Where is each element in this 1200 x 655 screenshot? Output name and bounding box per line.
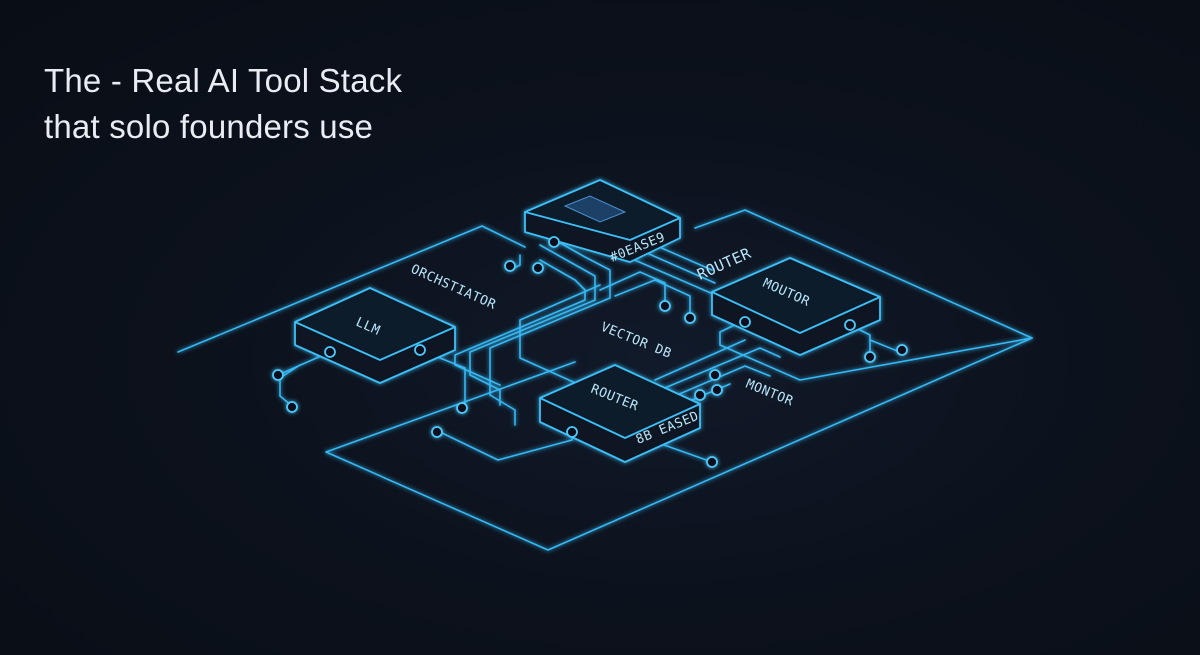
pin [548, 236, 560, 248]
pin [272, 369, 284, 381]
pin [844, 319, 856, 331]
llm-box [294, 287, 456, 384]
pin [566, 426, 578, 438]
label-orchestrator: ORCHSTIATOR [408, 262, 498, 313]
trace-20 [869, 339, 901, 353]
pin [694, 389, 706, 401]
trace-22 [439, 431, 573, 461]
pin [532, 262, 544, 274]
trace-13 [639, 249, 716, 284]
pin [414, 344, 426, 356]
router-bottom-box [539, 364, 701, 463]
label-vector-db: VECTOR DB [599, 320, 674, 362]
pin [456, 402, 468, 414]
database-top-box [524, 179, 681, 263]
pin [864, 351, 876, 363]
pin [709, 369, 721, 381]
pin [504, 260, 516, 272]
trace-4 [454, 259, 586, 386]
trace-2 [489, 239, 611, 426]
trace-7 [519, 344, 581, 386]
trace-10 [279, 364, 301, 407]
pin [706, 456, 718, 468]
pin [286, 401, 298, 413]
trace-6 [614, 279, 691, 319]
trace-11 [519, 284, 601, 346]
pin [659, 300, 671, 312]
headline: The - Real AI Tool Stack that solo found… [44, 58, 402, 150]
trace-1 [469, 244, 596, 406]
board-outline [177, 209, 1033, 551]
trace-5 [599, 271, 666, 306]
pin [739, 316, 751, 328]
trace-17 [669, 365, 771, 399]
trace-16 [659, 347, 781, 391]
monitor-top-box [711, 257, 881, 356]
headline-line-2: that solo founders use [44, 108, 374, 145]
headline-line-1: The - Real AI Tool Stack [44, 62, 403, 99]
pin [431, 426, 443, 438]
chip-icon [563, 195, 627, 223]
trace-15 [654, 339, 746, 381]
pin [896, 344, 908, 356]
pin [711, 384, 723, 396]
trace-21 [719, 319, 1033, 381]
pin [684, 312, 696, 324]
pin [324, 346, 336, 358]
trace-12 [629, 257, 721, 298]
label-monitor-bottom: MONTOR [744, 377, 796, 410]
